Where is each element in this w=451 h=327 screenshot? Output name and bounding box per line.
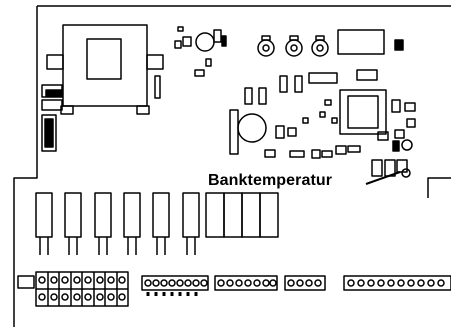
small-parts-row — [264, 118, 416, 159]
top-small-components — [154, 26, 227, 99]
relays — [35, 192, 279, 255]
banktemperatur-label: Banktemperatur — [208, 172, 333, 189]
terminal-block-left — [17, 271, 129, 307]
top-right-module — [337, 29, 385, 55]
left-components — [41, 84, 63, 152]
potentiometers — [257, 35, 329, 57]
board-outline — [13, 5, 451, 327]
center-capacitor — [229, 109, 297, 155]
callout-leader-line — [365, 171, 401, 185]
transformer — [46, 24, 164, 115]
terminal-block-right — [343, 275, 451, 291]
terminal-block-middle — [141, 275, 326, 296]
top-right-strip — [394, 39, 404, 51]
temperature-sensor — [371, 139, 413, 178]
middle-components — [244, 69, 416, 135]
